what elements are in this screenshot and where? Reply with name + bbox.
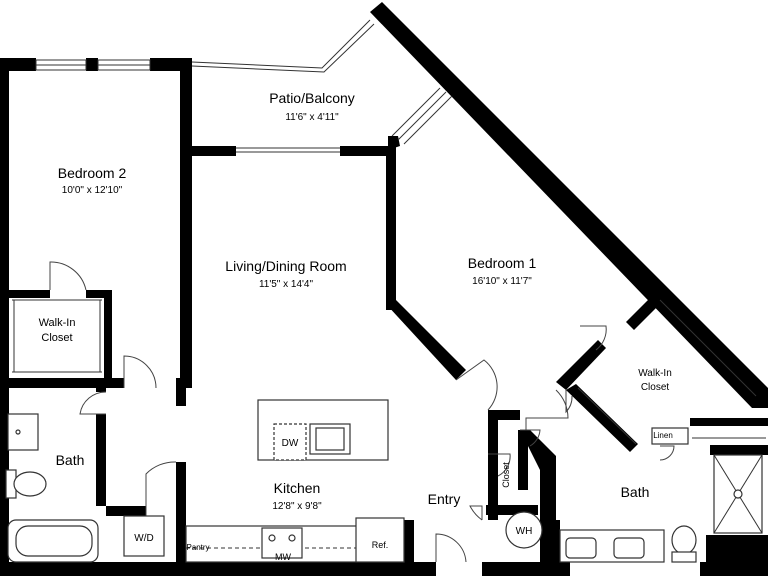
dw-label: DW bbox=[282, 438, 299, 449]
ref-label: Ref. bbox=[372, 540, 389, 550]
wd-label: W/D bbox=[134, 533, 153, 544]
living-dims: 11'5" x 14'4" bbox=[259, 279, 314, 290]
patio-name: Patio/Balcony bbox=[269, 90, 355, 106]
bedroom1-dims: 16'10" x 11'7" bbox=[472, 276, 532, 287]
closet-hatch-bedroom1 bbox=[577, 299, 766, 445]
living-name: Living/Dining Room bbox=[225, 258, 346, 274]
bath1-fixtures bbox=[505, 427, 763, 563]
closet-hatch-bedroom2 bbox=[12, 299, 102, 373]
bedroom2-dims: 10'0" x 12'10" bbox=[62, 185, 123, 196]
walkin1-line1: Walk-In bbox=[638, 368, 672, 379]
bath1-name: Bath bbox=[621, 484, 650, 500]
walkin2-line1: Walk-In bbox=[39, 317, 76, 329]
walkin1-line2: Closet bbox=[641, 382, 670, 393]
wh-label: WH bbox=[516, 526, 533, 537]
bedroom1-name: Bedroom 1 bbox=[468, 255, 537, 271]
door-swings bbox=[49, 261, 675, 563]
room-labels: Patio/Balcony 11'6" x 4'11" Bedroom 2 10… bbox=[39, 90, 672, 512]
walkin2-line2: Closet bbox=[41, 332, 72, 344]
mw-label: MW bbox=[275, 552, 291, 562]
linen-label: Linen bbox=[653, 431, 673, 440]
kitchen-name: Kitchen bbox=[274, 480, 321, 496]
kitchen-counter bbox=[185, 517, 405, 563]
closet-label: Closet bbox=[501, 462, 511, 488]
patio-dims: 11'6" x 4'11" bbox=[285, 112, 339, 123]
bedroom2-name: Bedroom 2 bbox=[58, 165, 127, 181]
kitchen-island bbox=[257, 399, 389, 461]
bath2-name: Bath bbox=[56, 452, 85, 468]
entry-name: Entry bbox=[428, 491, 461, 507]
kitchen-dims: 12'8" x 9'8" bbox=[272, 501, 322, 512]
bath2-fixtures bbox=[5, 413, 165, 563]
windows bbox=[35, 19, 453, 153]
fixture-labels: DW W/D WH MW Pantry Ref. Linen Closet bbox=[134, 431, 673, 562]
pantry-label: Pantry bbox=[186, 543, 209, 552]
